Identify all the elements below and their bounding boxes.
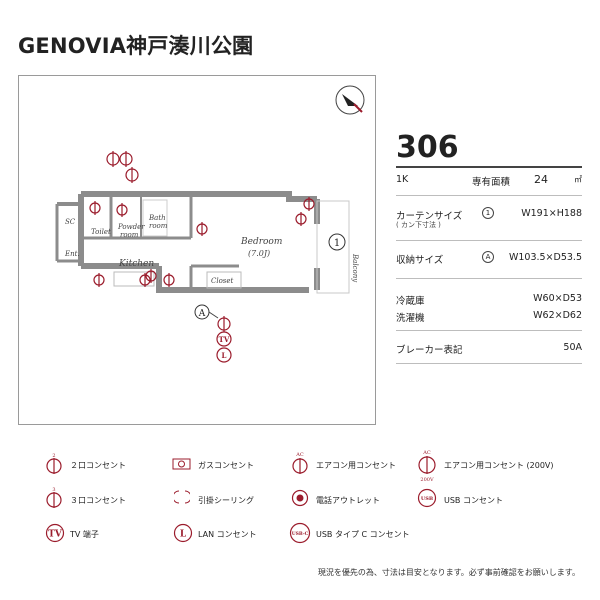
legend-phone: 電話アウトレット xyxy=(316,496,380,505)
outlet-3-icon: 3 xyxy=(46,487,62,508)
divider xyxy=(396,330,582,331)
storage-label: 収納サイズ xyxy=(396,255,444,266)
outlet-icon xyxy=(119,151,133,167)
outlet-icon xyxy=(145,269,157,283)
area-value: 24 xyxy=(534,173,548,186)
legend-ac: エアコン用コンセント xyxy=(316,461,396,470)
legend-usb: USB コンセント xyxy=(444,496,503,505)
disclaimer-note: 現況を優先の為、寸法は目安となります。必ず事前確認をお願いします。 xyxy=(317,568,580,577)
ac-outlet-icon-text: AC xyxy=(295,452,304,458)
outlet-icon xyxy=(89,201,101,215)
storage-mark-icon: A xyxy=(482,251,494,263)
floorplan-drawing: 1 A SC Toilet Powder room Bath room Ent.… xyxy=(55,85,365,363)
outlet-icon xyxy=(303,197,315,211)
usb-outlet-icon: USB xyxy=(417,488,437,508)
washer-value: W62×D62 xyxy=(533,310,582,321)
legend-gas: ガスコンセント xyxy=(198,461,254,470)
room-powder-2: room xyxy=(120,231,139,239)
tv-outlet-label: TV xyxy=(219,335,230,344)
lan-outlet-label: L xyxy=(222,351,227,360)
curtain-label: カーテンサイズ xyxy=(396,211,463,222)
divider xyxy=(396,363,582,364)
ac-200v-outlet-icon: AC 200V xyxy=(418,450,436,483)
usb-icon-text: USB xyxy=(421,496,433,502)
lan-outlet-icon: L xyxy=(216,347,232,363)
fridge-label: 冷蔵庫 xyxy=(396,296,425,307)
ac-200v-icon-voltage: 200V xyxy=(420,477,434,483)
window-marker-icon: 1 xyxy=(328,233,346,251)
legend-tv: TV 端子 xyxy=(70,530,99,539)
outlet-icon xyxy=(196,222,208,236)
outlet-icon xyxy=(106,151,120,167)
outlet-icon xyxy=(139,273,151,287)
tv-outlet-icon: TV xyxy=(216,331,232,347)
room-kitchen: Kitchen xyxy=(118,259,154,269)
balcony-outline xyxy=(316,200,350,294)
breaker-value: 50A xyxy=(563,342,582,353)
room-bedroom: Bedroom xyxy=(240,237,282,247)
north-compass-icon xyxy=(335,85,365,115)
outlet-2-icon: 2 xyxy=(46,453,62,474)
outlet-icon xyxy=(163,273,175,287)
breaker-label: ブレーカー表記 xyxy=(396,345,463,356)
outlet-icon xyxy=(295,212,307,226)
outlet-icon xyxy=(93,273,105,287)
legend-lan: LAN コンセント xyxy=(198,530,257,539)
ceiling-icon xyxy=(174,490,190,504)
building-title: GENOVIA神戸湊川公園 xyxy=(18,34,254,58)
room-closet: Closet xyxy=(211,277,234,285)
divider xyxy=(396,278,582,279)
room-toilet: Toilet xyxy=(91,228,111,236)
room-balcony: Balcony xyxy=(351,253,359,283)
window-marker-label: 1 xyxy=(334,238,340,249)
divider xyxy=(396,240,582,241)
room-number: 306 xyxy=(396,130,459,165)
divider xyxy=(396,166,582,168)
storage-value: W103.5×D53.5 xyxy=(508,252,582,263)
tv-icon-text: TV xyxy=(48,530,63,540)
lan-outlet-icon: L xyxy=(173,523,193,543)
ac-outlet-icon: AC xyxy=(292,452,308,474)
legend-ac-200v: エアコン用コンセント (200V) xyxy=(444,461,554,470)
outlet-icon xyxy=(116,203,128,217)
storage-marker-icon: A xyxy=(194,304,210,320)
divider xyxy=(396,195,582,196)
bathtub xyxy=(142,199,168,237)
room-powder: Powder xyxy=(117,223,145,231)
outlet-2-icon-text: 2 xyxy=(52,453,55,459)
fridge-value: W60×D53 xyxy=(533,293,582,304)
area-label: 専有面積 xyxy=(472,177,511,188)
legend-usb-c: USB タイプ C コンセント xyxy=(316,530,410,539)
tv-terminal-icon: TV xyxy=(45,523,65,543)
outlet-3-icon-text: 3 xyxy=(52,487,55,493)
gas-outlet-icon xyxy=(172,458,191,470)
phone-outlet-icon xyxy=(291,489,309,507)
room-bath: Bath xyxy=(148,214,166,222)
curtain-mark-icon: 1 xyxy=(482,207,494,219)
lan-icon-text: L xyxy=(180,530,187,540)
usb-c-icon-text: USB-C xyxy=(292,531,309,537)
curtain-sub: ( カン下寸法 ) xyxy=(396,221,441,229)
kitchen-counter xyxy=(113,271,155,287)
legend-outlet-3: ３口コンセント xyxy=(70,496,126,505)
washer-label: 洗濯機 xyxy=(396,313,425,324)
curtain-value: W191×H188 xyxy=(521,208,582,219)
layout-value: 1K xyxy=(396,174,409,185)
room-bedroom-size: (7.0J) xyxy=(248,249,270,258)
closet-outline xyxy=(206,271,242,289)
room-ent: Ent. xyxy=(64,250,80,258)
legend-ceiling: 引掛シーリング xyxy=(198,496,254,505)
legend-outlet-2: ２口コンセント xyxy=(70,461,126,470)
outlet-icon xyxy=(217,316,231,332)
storage-marker-label: A xyxy=(198,309,206,319)
area-unit: ㎡ xyxy=(574,175,582,184)
floorplan-frame: 1 A SC Toilet Powder room Bath room Ent.… xyxy=(18,75,376,425)
usb-c-outlet-icon: USB-C xyxy=(289,522,311,544)
outlet-icons xyxy=(89,151,315,332)
outlet-icon xyxy=(125,167,139,183)
room-sc: SC xyxy=(65,218,76,226)
room-bath-2: room xyxy=(149,222,168,230)
ac-200v-icon-text: AC xyxy=(422,450,431,456)
